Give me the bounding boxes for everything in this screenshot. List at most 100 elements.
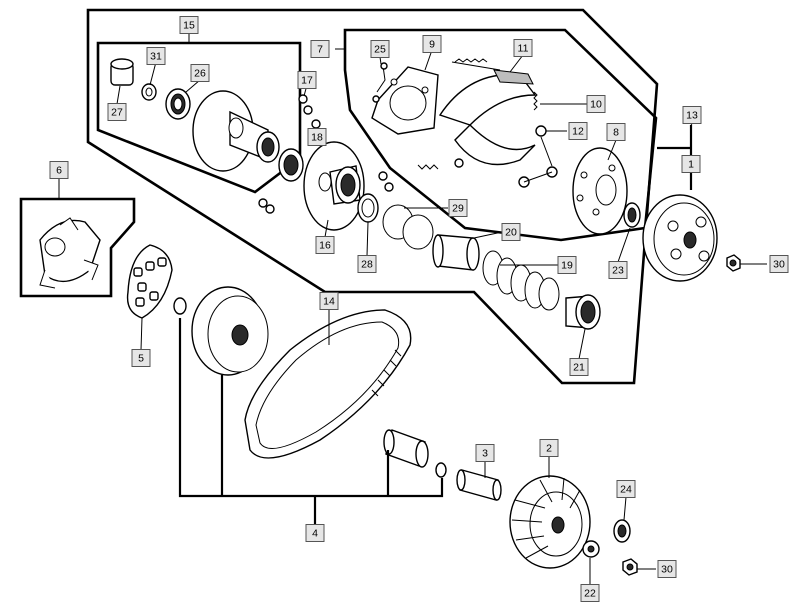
callout-number: 10 — [590, 99, 602, 111]
assembly-frame-6 — [19, 197, 136, 298]
callout-number: 5 — [138, 353, 144, 365]
part-18-slider — [258, 119, 321, 214]
part-25-spring — [372, 62, 388, 103]
group-4-bracket — [178, 318, 444, 525]
callout-number: 13 — [686, 110, 698, 122]
callout-number: 16 — [319, 240, 331, 252]
part-26-seal — [165, 88, 191, 120]
part-1-clutch-bell — [642, 194, 718, 282]
callout-23: 23 — [608, 261, 628, 279]
part-21-spring-seat — [565, 294, 601, 330]
callout-number: 30 — [773, 259, 785, 271]
callout-number: 15 — [183, 20, 195, 32]
part-8-clutch-hub — [572, 147, 628, 235]
callout-14: 14 — [319, 292, 339, 310]
callout-15: 15 — [179, 16, 199, 34]
callout-12: 12 — [568, 122, 588, 140]
callout-number: 9 — [429, 39, 435, 51]
part-10-spring — [417, 91, 538, 170]
callout-number: 1 — [688, 159, 694, 171]
callout-1: 1 — [681, 155, 701, 173]
part-14-drive-belt — [244, 309, 412, 459]
callout-number: 11 — [518, 43, 529, 55]
part-31-washer — [141, 83, 157, 101]
callout-number: 17 — [301, 75, 313, 87]
part-12-pin — [454, 125, 558, 188]
part-15-movable-half-pulley — [192, 90, 280, 172]
callout-28: 28 — [357, 255, 377, 273]
callout-4: 4 — [305, 524, 325, 542]
callout-11: 11 — [513, 39, 533, 57]
callout-21: 21 — [569, 358, 589, 376]
part-19-spring — [482, 250, 560, 311]
callout-number: 30 — [661, 564, 673, 576]
callout-number: 28 — [361, 259, 373, 271]
assembly-frame-13 — [86, 8, 659, 385]
callout-19: 19 — [557, 256, 577, 274]
callout-17: 17 — [297, 71, 317, 89]
callout-number: 6 — [56, 165, 62, 177]
part-9-clutch-plate — [371, 66, 439, 135]
callout-25: 25 — [370, 40, 390, 58]
callout-5: 5 — [131, 349, 151, 367]
part-29-o-rings — [382, 204, 434, 250]
part-20-collar — [432, 234, 480, 271]
callout-20: 20 — [501, 223, 521, 241]
assembly-frame-15 — [96, 41, 302, 194]
callout-number: 20 — [505, 227, 517, 239]
callout-number: 29 — [452, 203, 464, 215]
oil-seal — [278, 148, 304, 182]
callout-number: 27 — [111, 107, 123, 119]
part-22-starter-ratchet — [582, 540, 600, 558]
callout-number: 8 — [613, 127, 619, 139]
part-5-variator-rollers — [126, 244, 187, 319]
callout-2: 2 — [539, 439, 559, 457]
part-30-nut-bottom — [622, 558, 638, 576]
callout-number: 21 — [573, 362, 585, 374]
callout-number: 26 — [194, 68, 206, 80]
callout-31: 31 — [146, 47, 166, 65]
callout-16: 16 — [315, 236, 335, 254]
part-4-drive-pulley — [191, 286, 269, 376]
callout-6: 6 — [49, 161, 69, 179]
part-3-spacer — [456, 469, 502, 501]
callout-number: 18 — [311, 132, 323, 144]
callout-3: 3 — [475, 444, 495, 462]
callout-number: 19 — [561, 260, 573, 272]
callout-27: 27 — [107, 103, 127, 121]
callout-13: 13 — [682, 106, 702, 124]
callout-29: 29 — [448, 199, 468, 217]
callout-30b: 30 — [657, 560, 677, 578]
callout-30a: 30 — [769, 255, 789, 273]
part-6-drive-fan — [39, 217, 101, 289]
part-3-bushing — [383, 429, 447, 478]
callout-number: 2 — [546, 443, 552, 455]
callout-number: 25 — [374, 44, 386, 56]
part-30-nut-top — [726, 254, 741, 272]
callout-26: 26 — [190, 64, 210, 82]
part-24-washer — [613, 519, 631, 543]
callout-24: 24 — [616, 480, 636, 498]
callout-number: 22 — [584, 588, 596, 600]
callout-number: 24 — [620, 484, 632, 496]
part-23-washer — [623, 202, 641, 228]
part-11-clutch-shoes — [438, 58, 537, 166]
callout-7: 7 — [310, 40, 330, 58]
callout-number: 7 — [317, 44, 323, 56]
callout-labels: 1234567891011121314151617181920212223242… — [49, 16, 789, 602]
callout-8: 8 — [606, 123, 626, 141]
callout-9: 9 — [422, 35, 442, 53]
callout-number: 4 — [312, 528, 318, 540]
leader-lines — [58, 25, 767, 585]
callout-number: 12 — [572, 126, 584, 138]
callout-10: 10 — [586, 95, 606, 113]
callout-number: 23 — [612, 265, 624, 277]
callout-number: 14 — [323, 296, 335, 308]
part-28-seal — [357, 171, 394, 223]
callout-18: 18 — [307, 128, 327, 146]
callout-22: 22 — [580, 584, 600, 602]
callout-number: 31 — [150, 51, 162, 63]
part-2-fixed-drive-half — [509, 475, 591, 569]
part-27-bearing — [110, 58, 134, 86]
